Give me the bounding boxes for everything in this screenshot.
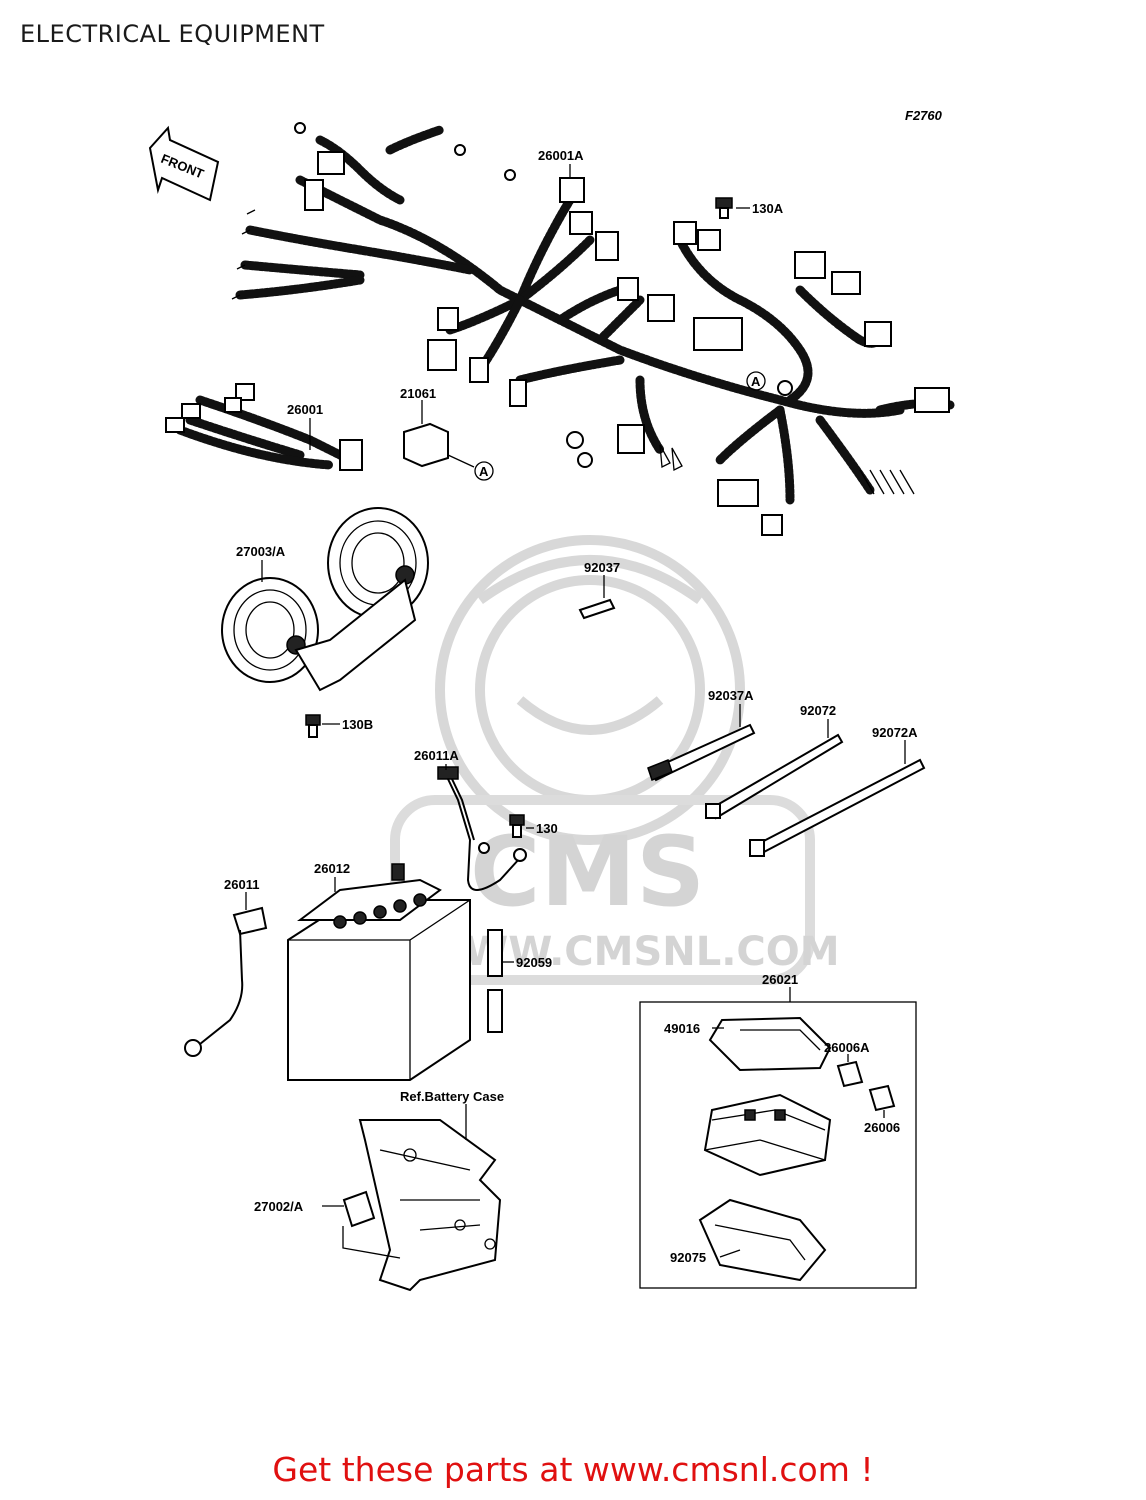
battery-case-bracket: Ref.Battery Case: [358, 1089, 504, 1292]
footer-cta[interactable]: Get these parts at www.cmsnl.com !: [272, 1450, 874, 1489]
main-wiring-harness: [231, 122, 955, 536]
label-130: 130: [536, 821, 558, 836]
label-26006A: 26006A: [824, 1040, 870, 1055]
horns-27003A: 27003/A: [221, 507, 429, 692]
label-26011: 26011: [224, 877, 259, 892]
part-92037: 92037: [578, 560, 620, 620]
label-26001: 26001: [287, 402, 323, 417]
relay-21061: A 21061: [400, 386, 494, 481]
ref-battery-case: Ref.Battery Case: [400, 1089, 504, 1104]
label-49016: 49016: [664, 1021, 700, 1036]
label-26011A: 26011A: [414, 748, 459, 763]
label-21061: 21061: [400, 386, 436, 401]
label-26012: 26012: [314, 861, 350, 876]
label-92072A: 92072A: [872, 725, 918, 740]
sub-harness-26001: 26001: [165, 383, 363, 471]
label-26006: 26006: [864, 1120, 900, 1135]
svg-text:A: A: [479, 464, 489, 479]
label-26001A: 26001A: [538, 148, 584, 163]
page-title: ELECTRICAL EQUIPMENT: [20, 20, 325, 48]
label-92059: 92059: [516, 955, 552, 970]
front-arrow: FRONT: [148, 125, 220, 202]
battery-26012: 26012: [287, 861, 471, 1081]
label-130A: 130A: [752, 201, 784, 216]
connector-a-marker-harness: A: [746, 371, 766, 391]
parts-diagram: CMS WWW.CMSNL.COM F2760 FRONT: [148, 108, 955, 1292]
label-130B: 130B: [342, 717, 373, 732]
battery-lead-26011A: 26011A: [414, 748, 527, 891]
svg-text:A: A: [751, 374, 761, 389]
bolt-130: 130: [509, 814, 558, 838]
label-27002A: 27002/A: [254, 1199, 304, 1214]
figure-code: F2760: [905, 108, 943, 123]
bolt-130B: 130B: [305, 714, 373, 738]
bolt-130A: 130A: [715, 197, 784, 219]
label-92037A: 92037A: [708, 688, 754, 703]
label-92075: 92075: [670, 1250, 706, 1265]
part-27002A: 27002/A: [254, 1190, 401, 1259]
fuse-box-assembly-26021: 26021 49016 26006A 26006 92075: [639, 972, 917, 1289]
vent-tube-92059: 92059: [487, 929, 552, 1033]
battery-lead-26011: 26011: [184, 877, 268, 1057]
label-92072: 92072: [800, 703, 836, 718]
watermark-logo: CMS: [470, 816, 705, 928]
cable-ties: 92037A 92072 92072A: [647, 688, 926, 857]
watermark-url: WWW.CMSNL.COM: [420, 929, 840, 975]
front-label: FRONT: [159, 151, 206, 182]
label-27003A: 27003/A: [236, 544, 286, 559]
label-92037: 92037: [584, 560, 620, 575]
label-26021: 26021: [762, 972, 798, 987]
